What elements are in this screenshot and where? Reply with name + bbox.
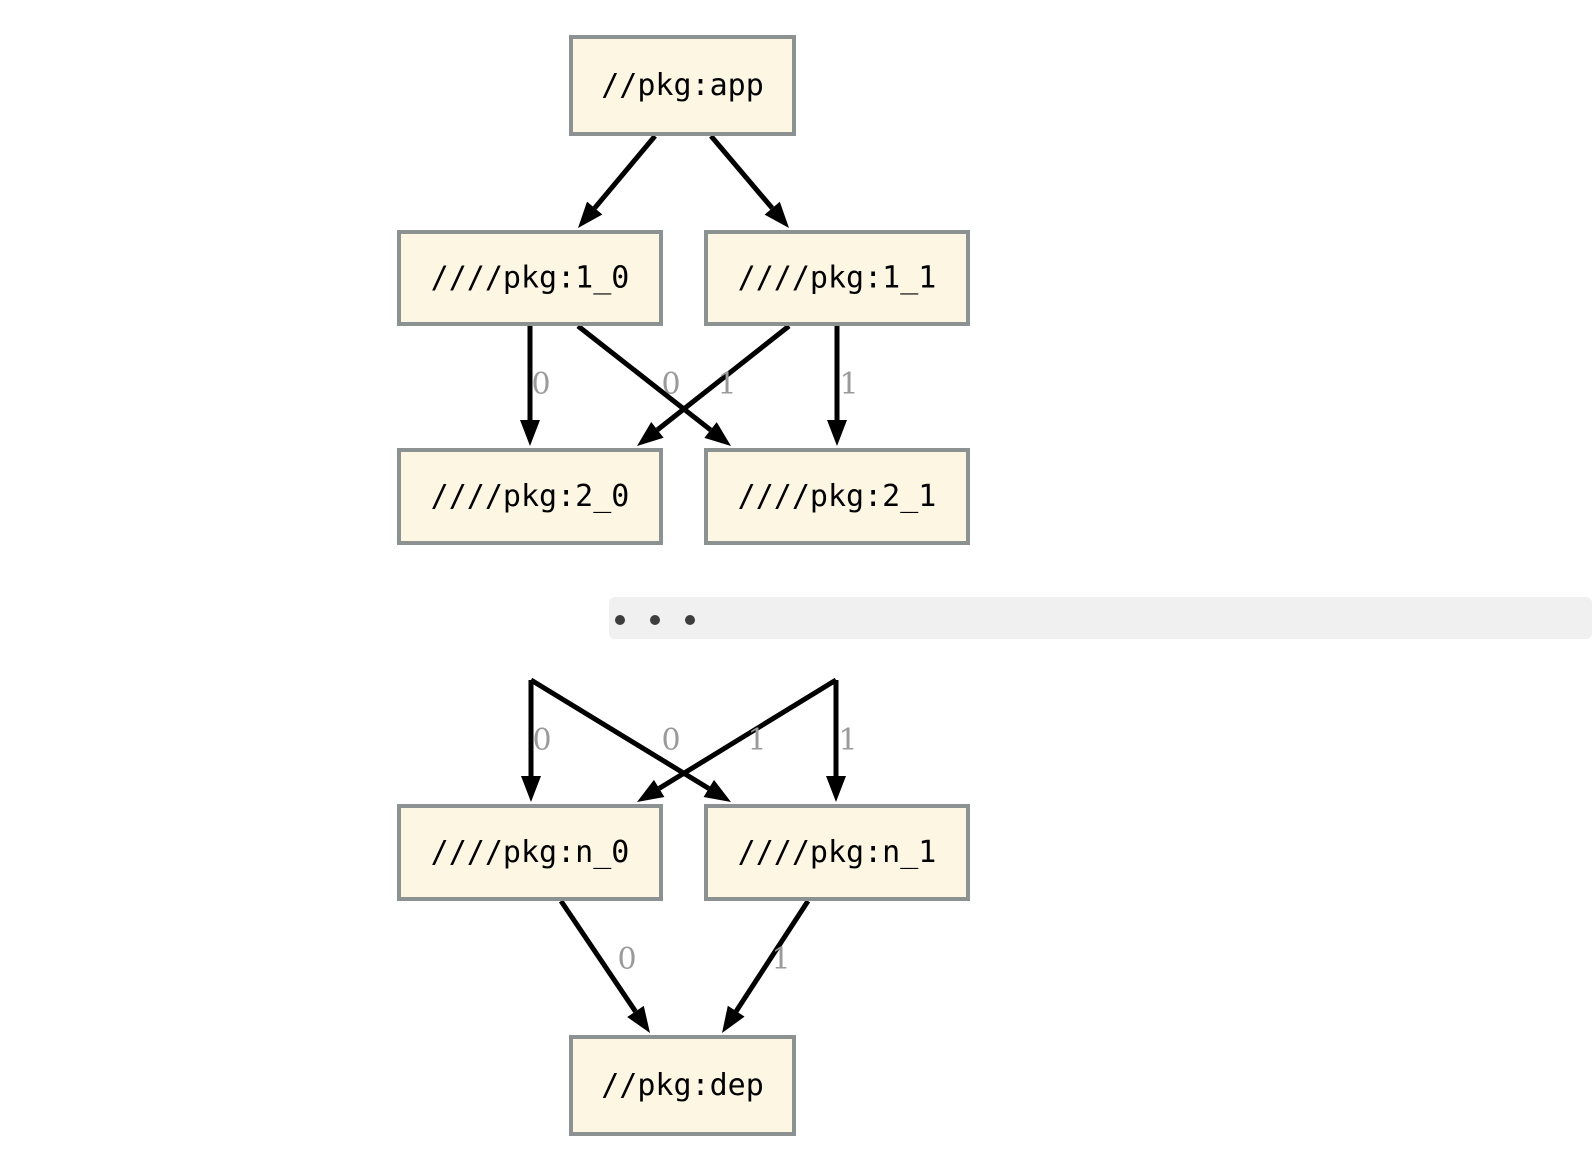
edge-arrowhead: [521, 776, 541, 802]
node-l2_1[interactable]: ////pkg:2_1: [704, 448, 970, 545]
node-box[interactable]: [397, 804, 663, 901]
edge-n-in-1-0: 1: [637, 677, 838, 802]
edge-arrowhead: [627, 1005, 650, 1033]
edge-n-in-1-1: 1: [826, 680, 858, 802]
node-box[interactable]: [704, 804, 970, 901]
edge-arrowhead: [722, 1005, 745, 1033]
node-l1_1[interactable]: ////pkg:1_1: [704, 230, 970, 326]
node-box[interactable]: [569, 35, 796, 136]
node-label: ////pkg:n_1: [738, 835, 937, 870]
edge-label: 1: [839, 367, 858, 402]
node-dep[interactable]: //pkg:dep: [569, 1035, 796, 1136]
edge-arrowhead: [826, 776, 846, 802]
edge-label: 1: [838, 723, 857, 758]
node-box[interactable]: [397, 448, 663, 545]
node-l1_0[interactable]: ////pkg:1_0: [397, 230, 663, 326]
edge-1_0-to-2_0: 0: [520, 326, 551, 446]
node-app[interactable]: //pkg:app: [569, 35, 796, 136]
edge-app-to-1_0: [578, 134, 657, 228]
edge-arrowhead: [637, 779, 665, 802]
edge-n-in-0-1: 0: [529, 677, 731, 802]
edge-1_1-to-2_0: 1: [637, 324, 791, 446]
edge-arrowhead: [578, 201, 603, 228]
edge-label: 1: [771, 942, 790, 977]
edge-label: 0: [661, 367, 680, 402]
edge-arrowhead: [637, 422, 664, 446]
edge-line: [558, 899, 638, 1013]
node-label: ////pkg:2_1: [738, 479, 937, 514]
edge-label: 1: [747, 723, 766, 758]
edge-app-to-1_1: [709, 134, 789, 228]
node-ln_0[interactable]: ////pkg:n_0: [397, 804, 663, 901]
edge-line: [709, 134, 775, 210]
node-box[interactable]: [704, 448, 970, 545]
edge-arrowhead: [704, 422, 731, 446]
node-box[interactable]: [569, 1035, 796, 1136]
edge-n-in-0-0: 0: [521, 680, 552, 802]
node-label: ////pkg:1_1: [738, 261, 937, 296]
ellipsis-dot-2: [685, 615, 695, 625]
edge-arrowhead: [827, 420, 847, 446]
edge-n_0-to-dep: 0: [558, 899, 650, 1033]
edge-line: [576, 324, 713, 432]
node-box[interactable]: [704, 230, 970, 326]
edge-arrowhead: [703, 779, 731, 802]
edge-arrowhead: [764, 201, 789, 228]
ellipsis-dot-0: [615, 615, 625, 625]
node-box[interactable]: [397, 230, 663, 326]
node-ln_1[interactable]: ////pkg:n_1: [704, 804, 970, 901]
graph-nodes: //pkg:app ////pkg:1_0 ////pkg:1_1 ////pkg:2…: [397, 35, 970, 1136]
edge-label: 0: [617, 942, 636, 977]
edge-line: [657, 677, 838, 791]
edge-label: 1: [717, 367, 736, 402]
ellipsis-band: [609, 597, 1592, 639]
edge-1_0-to-2_1: 0: [576, 324, 731, 446]
node-label: //pkg:dep: [601, 1068, 764, 1103]
graph-edges: 0 0 1 1 0 0 1 1 0 1: [520, 134, 859, 1033]
edge-line: [734, 899, 811, 1013]
edge-label: 0: [661, 723, 680, 758]
edge-label: 0: [532, 723, 551, 758]
node-label: ////pkg:2_0: [431, 479, 630, 514]
edge-line: [655, 324, 791, 432]
edge-n_1-to-dep: 1: [722, 899, 811, 1033]
edge-line: [592, 134, 657, 210]
ellipsis-dot-1: [650, 615, 660, 625]
node-l2_0[interactable]: ////pkg:2_0: [397, 448, 663, 545]
node-label: //pkg:app: [601, 68, 764, 103]
edge-arrowhead: [520, 420, 540, 446]
node-label: ////pkg:n_0: [431, 835, 630, 870]
edge-label: 0: [531, 367, 550, 402]
node-label: ////pkg:1_0: [431, 261, 630, 296]
collapsed-levels-ellipsis: [609, 597, 1592, 639]
edge-line: [529, 677, 711, 791]
edge-1_1-to-2_1: 1: [827, 326, 859, 446]
